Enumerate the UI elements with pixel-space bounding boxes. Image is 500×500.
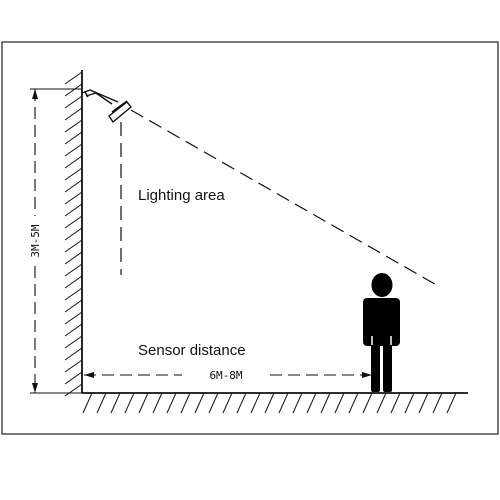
ground-hatch-line bbox=[96, 392, 107, 414]
wall-hatch-line bbox=[64, 275, 83, 289]
ground-hatch-line bbox=[124, 392, 135, 414]
height-range-label: 3M-5M bbox=[29, 224, 42, 257]
person-silhouette bbox=[363, 273, 400, 392]
wall-hatch-line bbox=[64, 95, 83, 109]
wall-hatch-line bbox=[64, 323, 83, 337]
ground-hatch-line bbox=[180, 392, 191, 414]
wall-hatch-line bbox=[64, 131, 83, 145]
lighting-area-label: Lighting area bbox=[138, 187, 225, 204]
wall-hatch-line bbox=[64, 107, 83, 121]
ground-hatch-line bbox=[166, 392, 177, 414]
ground-hatch-line bbox=[264, 392, 275, 414]
ground-hatch-line bbox=[222, 392, 233, 414]
ground-hatch-line bbox=[278, 392, 289, 414]
ground-hatch-line bbox=[194, 392, 205, 414]
ground-hatch-line bbox=[404, 392, 415, 414]
ground-hatch-line bbox=[208, 392, 219, 414]
diagram-frame bbox=[1, 41, 499, 435]
wall-hatch-line bbox=[64, 143, 83, 157]
wall-hatching bbox=[64, 71, 83, 397]
wall-hatch-line bbox=[64, 263, 83, 277]
wall-hatch-line bbox=[64, 227, 83, 241]
ground-hatch-line bbox=[138, 392, 149, 414]
ground-hatch-line bbox=[446, 392, 457, 414]
ground-hatch-line bbox=[334, 392, 345, 414]
lighting-beam-diagonal bbox=[130, 109, 441, 288]
wall-hatch-line bbox=[64, 167, 83, 181]
wall-hatch-line bbox=[64, 383, 83, 397]
wall-hatch-line bbox=[64, 191, 83, 205]
wall-hatch-line bbox=[64, 311, 83, 325]
wall-hatch-line bbox=[64, 119, 83, 133]
ground-hatch-line bbox=[418, 392, 429, 414]
ground-hatch-line bbox=[292, 392, 303, 414]
distance-range-label: 6M-8M bbox=[209, 369, 242, 382]
ground-hatch-line bbox=[348, 392, 359, 414]
height-dimension bbox=[30, 88, 82, 394]
wall-hatch-line bbox=[64, 335, 83, 349]
wall-hatch-line bbox=[64, 251, 83, 265]
wall-hatch-line bbox=[64, 203, 83, 217]
ground-hatch-line bbox=[320, 392, 331, 414]
lamp-fixture bbox=[81, 89, 132, 124]
wall bbox=[64, 70, 83, 397]
wall-hatch-line bbox=[64, 239, 83, 253]
sensor-distance-label: Sensor distance bbox=[138, 342, 246, 359]
wall-hatch-line bbox=[64, 347, 83, 361]
wall-hatch-line bbox=[64, 359, 83, 373]
wall-hatch-line bbox=[64, 155, 83, 169]
ground-hatch-line bbox=[110, 392, 121, 414]
ground-hatch-line bbox=[82, 392, 93, 414]
ground-hatch-line bbox=[250, 392, 261, 414]
ground bbox=[82, 392, 468, 414]
wall-hatch-line bbox=[64, 287, 83, 301]
ground-hatching bbox=[82, 392, 457, 414]
distance-dimension bbox=[84, 372, 372, 378]
ground-hatch-line bbox=[362, 392, 373, 414]
wall-hatch-line bbox=[64, 215, 83, 229]
ground-hatch-line bbox=[306, 392, 317, 414]
ground-hatch-line bbox=[376, 392, 387, 414]
ground-hatch-line bbox=[152, 392, 163, 414]
wall-hatch-line bbox=[64, 299, 83, 313]
ground-hatch-line bbox=[390, 392, 401, 414]
wall-hatch-line bbox=[64, 179, 83, 193]
wall-hatch-line bbox=[64, 371, 83, 385]
wall-hatch-line bbox=[64, 71, 83, 85]
ground-hatch-line bbox=[236, 392, 247, 414]
wall-hatch-line bbox=[64, 83, 83, 97]
ground-hatch-line bbox=[432, 392, 443, 414]
